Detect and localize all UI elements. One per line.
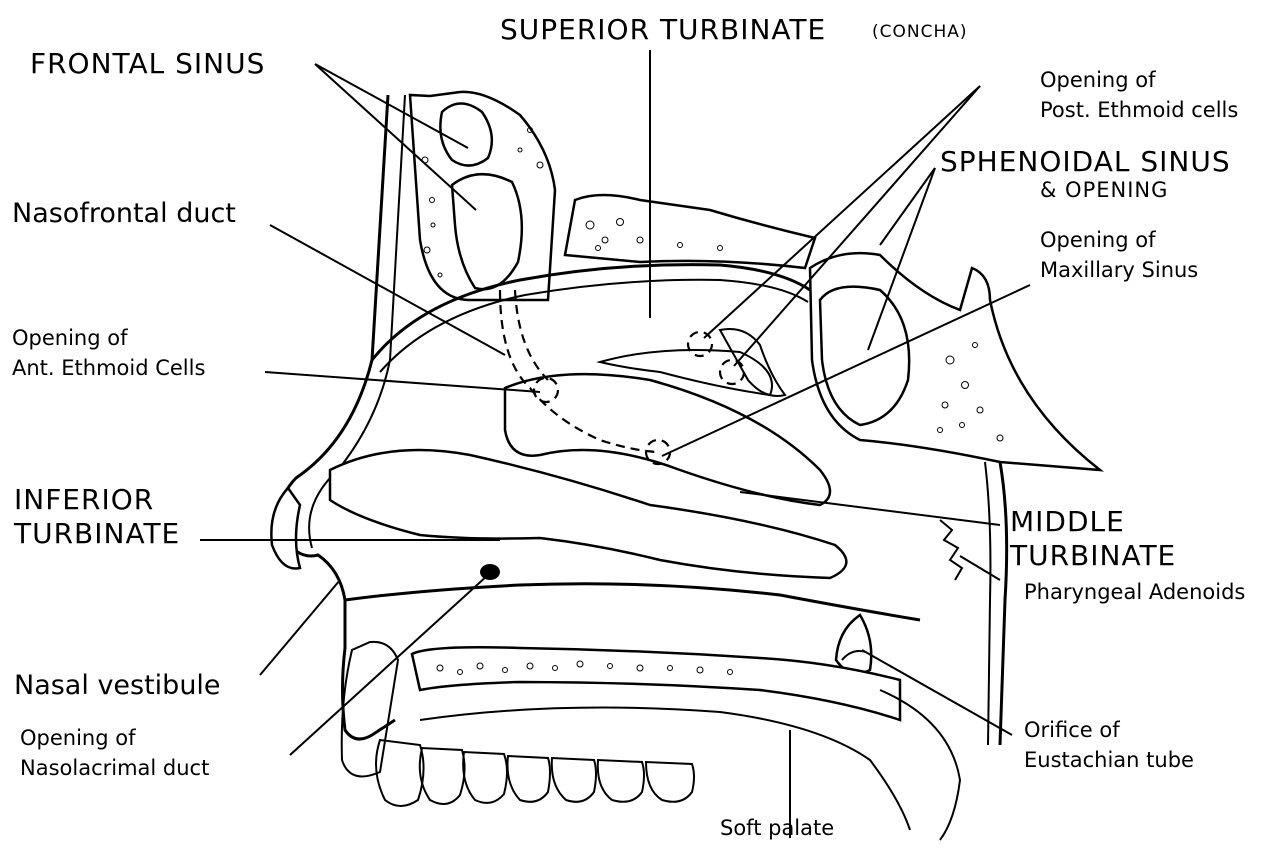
ethmoid-plate [565, 195, 815, 268]
label-nasal-vestibule: Nasal vestibule [14, 670, 221, 701]
cavity-roof-inner [380, 280, 808, 372]
eustachian-orifice [836, 615, 871, 673]
label-inferior-1: INFERIOR [14, 484, 154, 516]
upper-teeth [376, 740, 694, 806]
label-sphenoidal-sinus: & OPENING [1040, 178, 1168, 202]
mouth-roof [420, 708, 910, 831]
label-maxillary-1: Opening of [1040, 228, 1155, 252]
label-soft-palate: Soft palate [720, 816, 834, 840]
upper-lip [342, 642, 398, 777]
label-pharyngeal-adenoids: Pharyngeal Adenoids [1024, 580, 1245, 604]
opening-nasolacrimal [480, 564, 500, 580]
opening-post-ethmoid [688, 332, 712, 356]
cavity-floor [345, 584, 920, 620]
label-nasofrontal-duct: Nasofrontal duct [12, 198, 236, 229]
label-maxillary-2: Maxillary Sinus [1040, 258, 1198, 282]
label-nasolacrimal-2: Nasolacrimal duct [20, 756, 209, 780]
label-post-ethmoid-1: Opening of [1040, 68, 1155, 92]
nasofrontal-duct-2 [515, 290, 548, 380]
opening-post-ethmoid-2 [720, 360, 744, 384]
label-post-ethmoid-2: Post. Ethmoid cells [1040, 98, 1238, 122]
label-eustachian-1: Orifice of [1024, 718, 1120, 742]
label-nasolacrimal-1: Opening of [20, 726, 135, 750]
pharynx-wall-outer [1000, 462, 1007, 745]
label-ant-ethmoid-2: Ant. Ethmoid Cells [12, 356, 205, 380]
label-middle-2: TURBINATE [1010, 540, 1176, 572]
pharynx-wall-inner [985, 462, 990, 745]
label-ant-ethmoid-1: Opening of [12, 326, 127, 350]
label-superior-turbinate: SUPERIOR TURBINATE [500, 14, 826, 46]
label-frontal-sinus: FRONTAL SINUS [30, 48, 265, 80]
label-middle-1: MIDDLE [1010, 506, 1125, 538]
label-eustachian-2: Eustachian tube [1024, 748, 1194, 772]
label-inferior-2: TURBINATE [14, 518, 180, 550]
nasal-ala [271, 488, 300, 569]
post-ethmoid-flap [720, 329, 785, 396]
label-concha: (CONCHA) [872, 23, 968, 43]
label-sphenoidal-title: SPHENOIDAL SINUS [940, 146, 1231, 178]
pharyngeal-adenoids [940, 520, 962, 580]
